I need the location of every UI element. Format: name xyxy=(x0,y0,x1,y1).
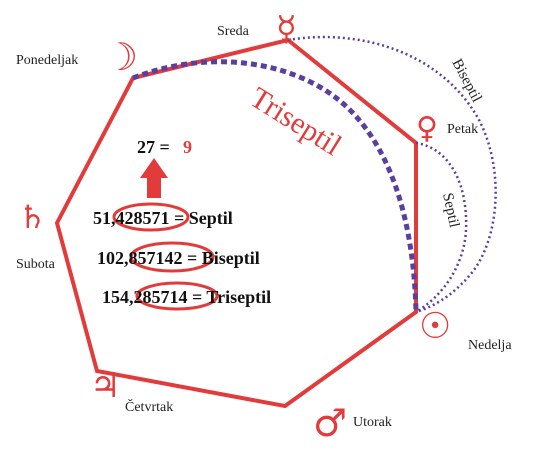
sun-icon: ☉ xyxy=(419,306,451,347)
circle-triseptil xyxy=(135,281,219,311)
venus-icon: ♀ xyxy=(416,111,438,146)
septil-arc xyxy=(415,141,468,314)
row-biseptil: 102,857142 = Biseptil xyxy=(97,248,260,268)
mars-icon: ♂ xyxy=(313,401,347,445)
circle-septil xyxy=(112,202,190,232)
label-cetvrtak: Četvrtak xyxy=(125,398,173,415)
heptagon-outline xyxy=(54,37,418,409)
label-subota: Subota xyxy=(16,257,56,272)
circle-biseptil xyxy=(129,241,215,273)
label-triseptil: Triseptil xyxy=(244,81,347,162)
up-arrow-icon xyxy=(140,158,168,198)
row-septil: 51,428571 = Septil xyxy=(93,208,233,228)
jupiter-icon: ♃ xyxy=(90,366,120,406)
moon-icon: ☽ xyxy=(104,35,138,79)
label-septil: Septil xyxy=(439,192,462,230)
label-sreda: Sreda xyxy=(217,24,250,39)
label-nedelja: Nedelja xyxy=(468,338,512,353)
label-biseptil: Biseptil xyxy=(448,56,484,105)
label-petak: Petak xyxy=(447,122,478,137)
label-utorak: Utorak xyxy=(353,415,392,430)
biseptil-arc xyxy=(287,35,497,314)
triseptil-arc xyxy=(132,59,419,313)
label-ponedeljak: Ponedeljak xyxy=(16,53,78,68)
saturn-icon: ♄ xyxy=(18,198,47,236)
mercury-icon: ☿ xyxy=(276,9,297,49)
row-triseptil: 154,285714 = Triseptil xyxy=(102,287,271,307)
equation-right: 9 xyxy=(183,137,192,157)
equation-left: 27 = xyxy=(137,137,170,157)
